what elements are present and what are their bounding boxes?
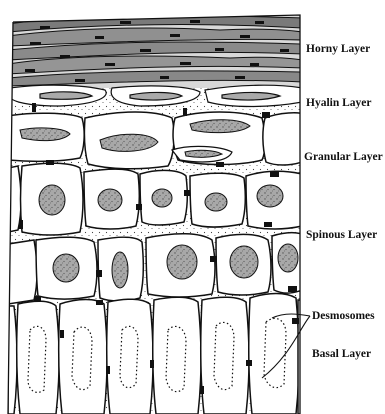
label-granular-layer: Granular Layer xyxy=(304,151,383,163)
label-spinous-layer: Spinous Layer xyxy=(306,229,377,241)
label-horny-layer: Horny Layer xyxy=(306,43,370,55)
epidermis-tissue xyxy=(0,0,302,414)
label-hyalin-layer: Hyalin Layer xyxy=(306,97,372,109)
label-basal-layer: Basal Layer xyxy=(312,348,371,360)
label-desmosomes: Desmosomes xyxy=(312,310,375,322)
basal-layer xyxy=(8,294,302,414)
hyalin-layer xyxy=(10,85,302,106)
